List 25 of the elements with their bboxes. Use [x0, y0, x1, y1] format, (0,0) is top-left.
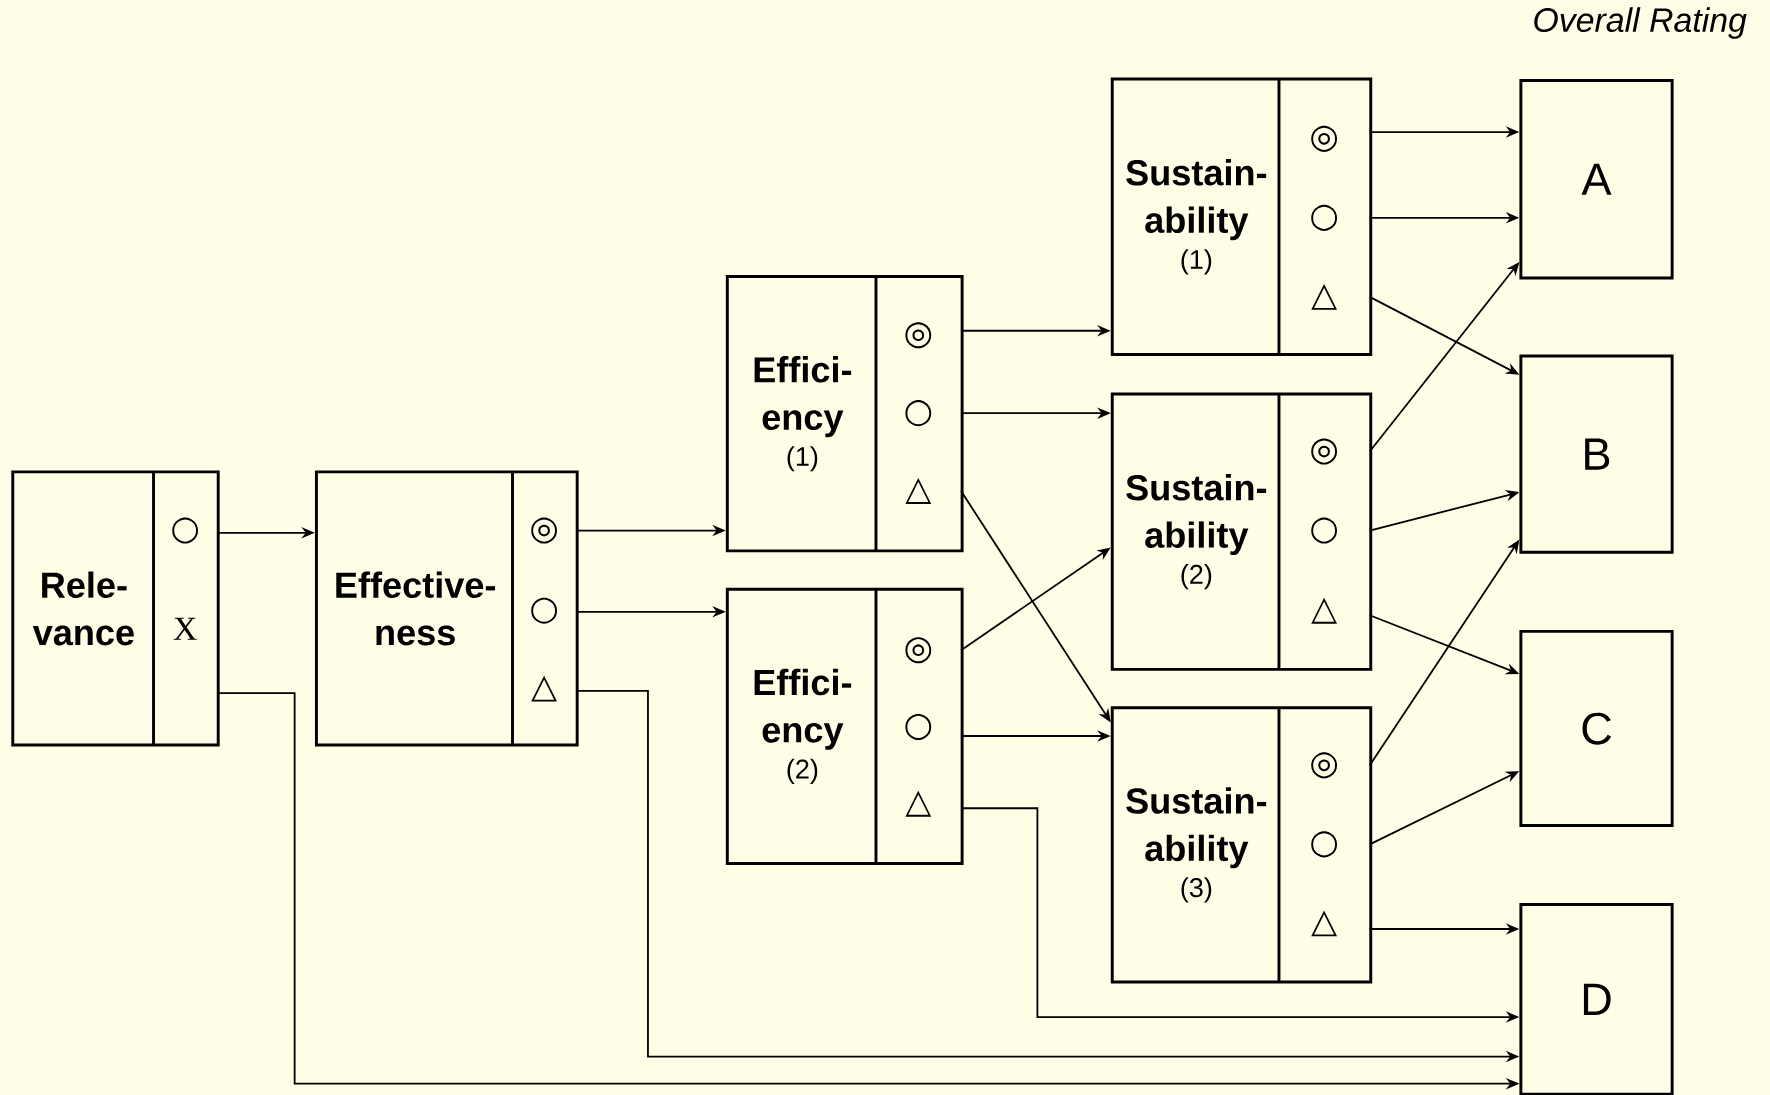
- rating-box: A: [1519, 79, 1674, 280]
- rating-symbol: ○: [1311, 517, 1338, 544]
- rating-symbol: △: [1311, 597, 1337, 624]
- rating-box: C: [1519, 629, 1674, 827]
- rating-symbol: ◎: [905, 322, 932, 349]
- rating-box: D: [1519, 903, 1674, 1095]
- heading: Overall Rating: [1534, 7, 1747, 39]
- rating-symbol: ◎: [1311, 752, 1338, 779]
- rating-symbol: △: [905, 478, 932, 505]
- rating-symbol: △: [1311, 283, 1337, 310]
- rating-symbol: ○: [1311, 831, 1338, 858]
- rating-symbol: X: [173, 617, 197, 640]
- rating-symbol: ○: [531, 597, 557, 624]
- rating-symbol: ○: [905, 400, 932, 427]
- rating-symbol: △: [905, 790, 932, 817]
- rating-symbol: △: [531, 675, 557, 702]
- rating-symbol: △: [1311, 910, 1337, 937]
- rating-symbol: ◎: [1311, 125, 1338, 152]
- rating-symbol: ◎: [1311, 438, 1338, 465]
- rating-box: B: [1519, 354, 1674, 554]
- rating-symbol: ○: [905, 713, 932, 741]
- rating-symbol: ◎: [905, 637, 932, 664]
- rating-symbol: ◎: [531, 517, 557, 544]
- rating-symbol: ○: [1311, 204, 1338, 231]
- rating-symbol: ○: [172, 517, 199, 544]
